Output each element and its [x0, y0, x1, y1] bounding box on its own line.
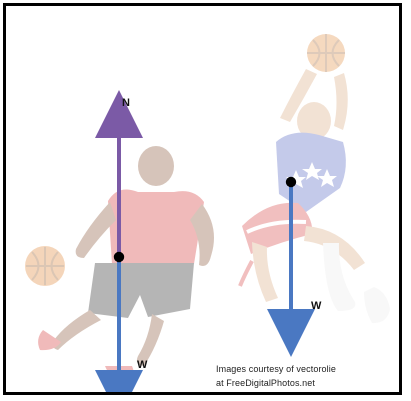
right-weight-label: W — [311, 301, 321, 312]
image-credit-caption: Images courtesy of vectorolie at FreeDig… — [216, 362, 401, 390]
right-player-image — [240, 34, 390, 323]
diagram-frame: N W W Images courtesy of vectorolie at F… — [3, 3, 402, 395]
caption-line-1: Images courtesy of vectorolie — [216, 362, 401, 376]
force-diagram — [6, 6, 402, 395]
left-center-of-mass-point — [114, 252, 124, 262]
left-weight-label: W — [137, 360, 147, 371]
right-center-of-mass-point — [286, 177, 296, 187]
normal-force-label: N — [122, 98, 130, 109]
caption-line-2: at FreeDigitalPhotos.net — [216, 376, 401, 390]
